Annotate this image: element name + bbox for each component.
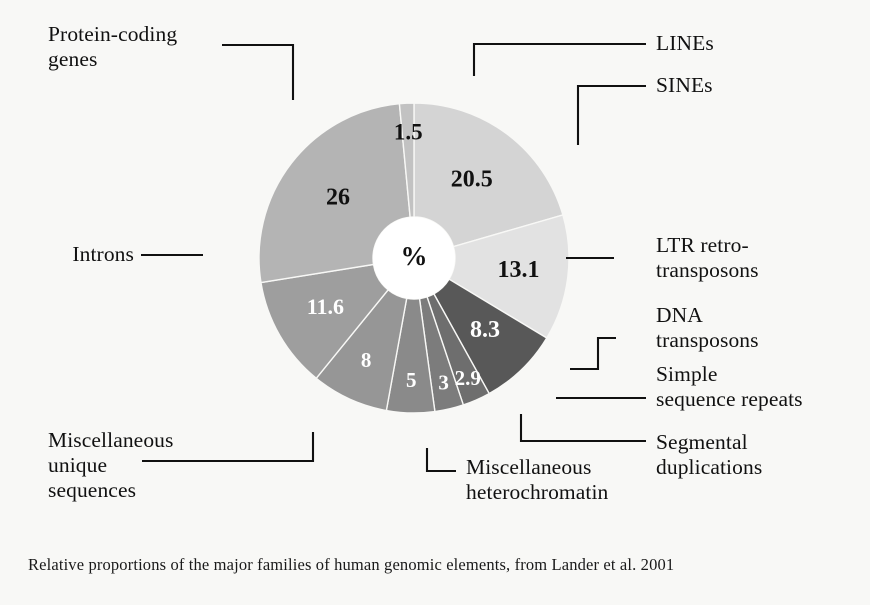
- leader-line-protein-coding-genes: [222, 43, 295, 100]
- callout-label-sines: SINEs: [656, 73, 713, 97]
- slice-value-labels-group: 20.5 13.1 8.3 2.935 8 11.6 26 1.5: [307, 119, 540, 394]
- leader-line-miscellaneous-heterochromatin: [425, 448, 456, 473]
- callout-label-miscellaneous-heterochromatin: Miscellaneous heterochromatin: [466, 455, 609, 504]
- center-percent-label: %: [401, 241, 428, 271]
- slice-value-label: 8.3: [470, 317, 500, 343]
- pie-slice[interactable]: [413, 102, 564, 248]
- leader-line-sines: [576, 84, 646, 145]
- slice-value-label: 13.1: [498, 257, 540, 283]
- leader-line-segmental-duplications: [519, 414, 646, 443]
- leader-line-lines: [472, 42, 646, 76]
- slice-value-label: 3: [438, 371, 449, 395]
- donut-center-hole: [373, 217, 455, 299]
- slice-value-label: 1.5: [394, 119, 423, 144]
- leader-line-dna-transposons: [570, 336, 616, 371]
- callout-label-segmental-duplications: Segmental duplications: [656, 430, 763, 479]
- callout-label-ltr-retrotransposons: LTR retro- transposons: [656, 233, 759, 282]
- callout-label-dna-transposons: DNA transposons: [656, 303, 759, 352]
- slice-value-label: 2.9: [455, 366, 481, 390]
- callout-label-introns: Introns: [72, 242, 134, 266]
- slice-value-label: 5: [406, 368, 417, 392]
- callout-label-simple-sequence-repeats: Simple sequence repeats: [656, 362, 803, 411]
- slice-value-label: 26: [326, 185, 350, 211]
- callout-label-lines: LINEs: [656, 31, 714, 55]
- callout-label-miscellaneous-unique-sequences: Miscellaneous unique sequences: [48, 428, 174, 502]
- figure-caption: Relative proportions of the major famili…: [28, 555, 675, 574]
- slice-value-label: 20.5: [451, 167, 493, 193]
- callout-label-protein-coding-genes: Protein-coding genes: [48, 22, 178, 71]
- donut-slices-group: [258, 102, 570, 414]
- leader-line-miscellaneous-unique-sequences: [142, 432, 315, 463]
- slice-value-label: 11.6: [307, 294, 344, 319]
- slice-value-label: 8: [361, 348, 372, 372]
